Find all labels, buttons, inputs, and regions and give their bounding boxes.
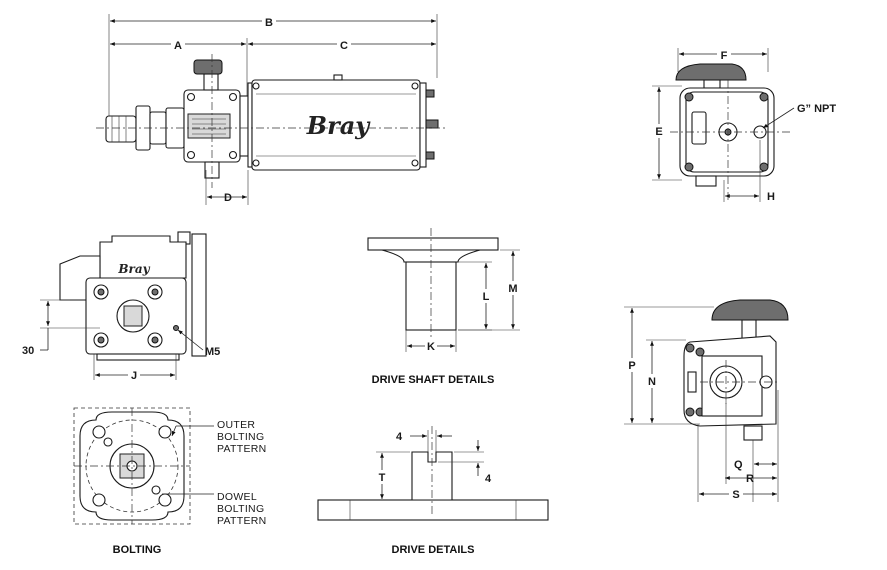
- dim-label-4-top: 4: [396, 431, 403, 443]
- outer-note-line2: BOLTING: [217, 431, 264, 443]
- dowel-note-line3: PATTERN: [217, 515, 267, 527]
- front-view: Bray 30 M5 J: [22, 231, 220, 382]
- dim-label-30: 30: [22, 345, 34, 357]
- drive-details: 4 T 4 DRIVE DETAILS: [317, 426, 549, 556]
- end-view-knob: [675, 63, 747, 81]
- dim-label-m5: M5: [205, 346, 220, 358]
- dim-label-4-side: 4: [485, 473, 492, 485]
- drive-base-plate: [317, 499, 549, 521]
- front-brand-logo: Bray: [117, 262, 150, 276]
- dim-label-d: D: [224, 192, 232, 204]
- dim-label-h: H: [767, 191, 775, 203]
- handwheel-knob: [193, 59, 223, 75]
- dim-label-l: L: [483, 291, 490, 303]
- nameplate: [187, 113, 231, 139]
- drive-socket: [123, 305, 143, 327]
- dim-label-k: K: [427, 341, 435, 353]
- outer-note-line3: PATTERN: [217, 443, 267, 455]
- shaft-flange: [367, 237, 499, 251]
- dim-label-t: T: [379, 472, 386, 484]
- end-view: F E G” NPT H: [652, 47, 836, 203]
- caption-drive-details: DRIVE DETAILS: [392, 544, 475, 556]
- dim-label-e: E: [655, 126, 662, 138]
- dim-label-q: Q: [734, 459, 743, 471]
- dim-label-n: N: [648, 376, 656, 388]
- caption-bolting: BOLTING: [113, 544, 162, 556]
- dim-label-m: M: [508, 283, 517, 295]
- outer-note-line1: OUTER: [217, 419, 255, 431]
- dim-label-r: R: [746, 473, 754, 485]
- dim-label-g-npt: G” NPT: [797, 103, 836, 115]
- dim-label-p: P: [628, 360, 635, 372]
- dim-label-s: S: [732, 489, 739, 501]
- dim-label-j: J: [131, 370, 137, 382]
- side-view: B A C: [96, 14, 448, 205]
- dim-label-f: F: [721, 50, 728, 62]
- dim-label-a: A: [174, 40, 182, 52]
- right-view-knob: [711, 299, 789, 321]
- dim-label-c: C: [340, 40, 348, 52]
- right-view-drive-stub: [743, 425, 763, 441]
- input-shaft-stub: [105, 115, 137, 143]
- bolting-view: OUTER BOLTING PATTERN DOWEL BOLTING PATT…: [73, 407, 267, 556]
- dowel-note-line1: DOWEL: [217, 491, 257, 503]
- brand-logo: Bray: [306, 111, 371, 140]
- dowel-note-line2: BOLTING: [217, 503, 264, 515]
- drive-shaft-details: L M K DRIVE SHAFT DETAILS: [367, 228, 520, 386]
- dim-label-b: B: [265, 17, 273, 29]
- right-side-view: P N Q R S: [624, 299, 789, 502]
- caption-drive-shaft: DRIVE SHAFT DETAILS: [372, 374, 495, 386]
